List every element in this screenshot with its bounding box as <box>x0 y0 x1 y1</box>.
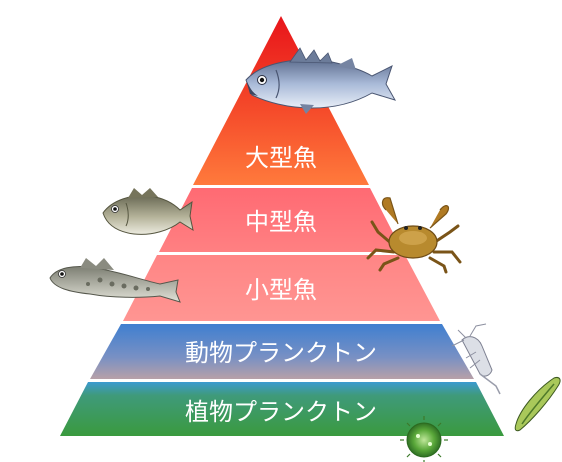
tier-zooplankton <box>90 324 474 379</box>
tier-label-small-fish: 小型魚 <box>245 276 317 304</box>
tier-phytoplankton <box>60 382 504 436</box>
tier-label-phytoplankton: 植物プランクトン <box>185 398 377 426</box>
tier-label-medium-fish: 中型魚 <box>245 208 317 236</box>
sea-bream-icon <box>102 188 194 235</box>
goby-icon <box>49 258 181 303</box>
tier-medium-fish <box>159 188 403 252</box>
diatom-icon <box>514 377 561 432</box>
tier-small-fish <box>123 255 440 321</box>
tier-label-zooplankton: 動物プランクトン <box>185 339 377 367</box>
tier-label-large-fish: 大型魚 <box>245 144 317 172</box>
sea-bass-icon <box>245 47 397 114</box>
green-algae-cell-icon <box>400 416 448 462</box>
copepod-icon <box>451 323 501 395</box>
crab-icon <box>366 197 462 274</box>
